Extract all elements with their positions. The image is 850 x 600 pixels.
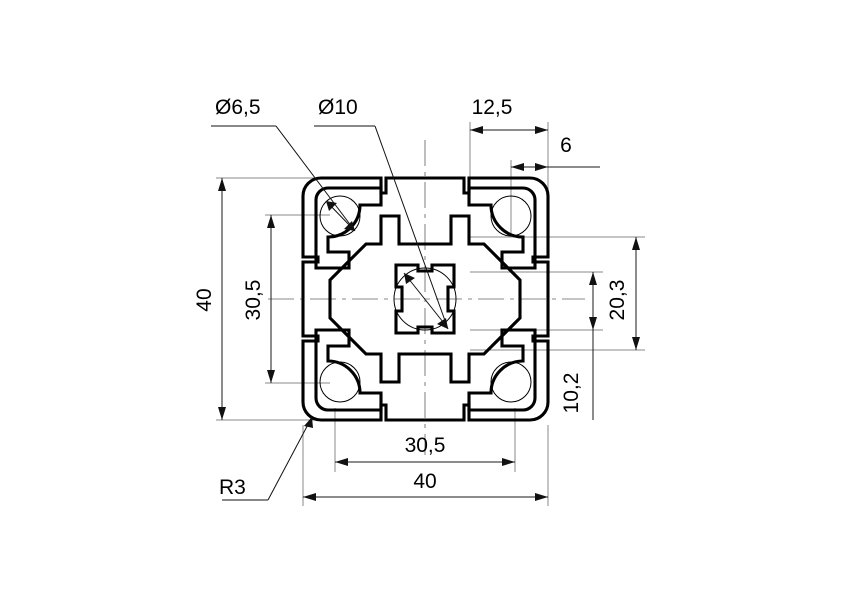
label-30-5-left: 30,5 — [242, 280, 265, 321]
label-r3: R3 — [219, 476, 246, 499]
dia-10-arrowhead-upper — [404, 273, 415, 284]
bottom-dimensions — [303, 458, 548, 501]
central-web-structure — [328, 214, 522, 384]
arrow-12-5-right — [535, 126, 548, 134]
arrow-30-5-bottom-right — [502, 458, 515, 466]
corner-bore-dia-6-5-bottom-left — [319, 361, 361, 403]
arrow-20-3-top — [632, 237, 640, 250]
dia-10-arrow-line — [403, 272, 448, 328]
label-dia-10: Ø10 — [318, 96, 358, 119]
label-40-left: 40 — [193, 288, 216, 311]
center-bore-dia-10 — [393, 267, 457, 331]
dimension-text-labels: Ø6,5 Ø10 12,5 6 40 30,5 20,3 10,2 30,5 4… — [193, 96, 629, 499]
cavity-bottom-left — [314, 328, 383, 412]
right-dimensions — [589, 237, 640, 420]
left-dimensions — [218, 178, 275, 420]
radius-callout — [222, 416, 313, 501]
arrow-40-bottom-right — [535, 493, 548, 501]
label-40-bottom: 40 — [413, 470, 436, 493]
arrow-40-bottom-left — [303, 493, 316, 501]
arrow-30-5-left-bottom — [267, 370, 275, 383]
corner-bore-dia-6-5-top-right — [490, 195, 532, 237]
arrow-r3 — [304, 417, 313, 428]
leader-slant-dia-10 — [374, 125, 449, 330]
label-dia-6-5: Ø6,5 — [215, 96, 261, 119]
arrow-12-5-left — [470, 126, 483, 134]
cavity-bottom-right — [467, 328, 537, 412]
label-12-5: 12,5 — [472, 96, 513, 119]
corner-bore-dia-6-5-top-left — [319, 195, 361, 237]
arrow-30-5-bottom-left — [335, 458, 348, 466]
label-10-2-right: 10,2 — [560, 373, 583, 414]
diameter-callouts — [211, 125, 449, 330]
arrow-30-5-left-top — [267, 215, 275, 228]
leader-slant-r3 — [267, 416, 313, 501]
arrow-40-left-bottom — [218, 407, 226, 420]
arrow-10-2-top — [589, 272, 597, 285]
cavity-top-left — [314, 186, 383, 270]
cavity-top-right — [467, 186, 537, 270]
arrow-20-3-bottom — [632, 337, 640, 350]
arrow-6-left — [511, 163, 524, 171]
dia-6-5-arrowhead-upper — [326, 201, 337, 211]
arrow-6-right — [535, 163, 548, 171]
leader-slant-dia-6-5 — [275, 125, 356, 232]
corner-bore-dia-6-5-bottom-right — [490, 361, 532, 403]
profile-outer-wall — [301, 176, 550, 422]
label-6: 6 — [560, 134, 572, 157]
arrow-40-left-top — [218, 178, 226, 191]
dia-10-arrowhead-lower — [437, 318, 448, 329]
dia-6-5-arrowhead-lower — [344, 221, 355, 231]
top-dimensions — [470, 126, 600, 171]
label-20-3-right: 20,3 — [606, 280, 629, 321]
label-30-5-bottom: 30,5 — [405, 434, 446, 457]
arrow-10-2-bottom — [589, 317, 597, 330]
